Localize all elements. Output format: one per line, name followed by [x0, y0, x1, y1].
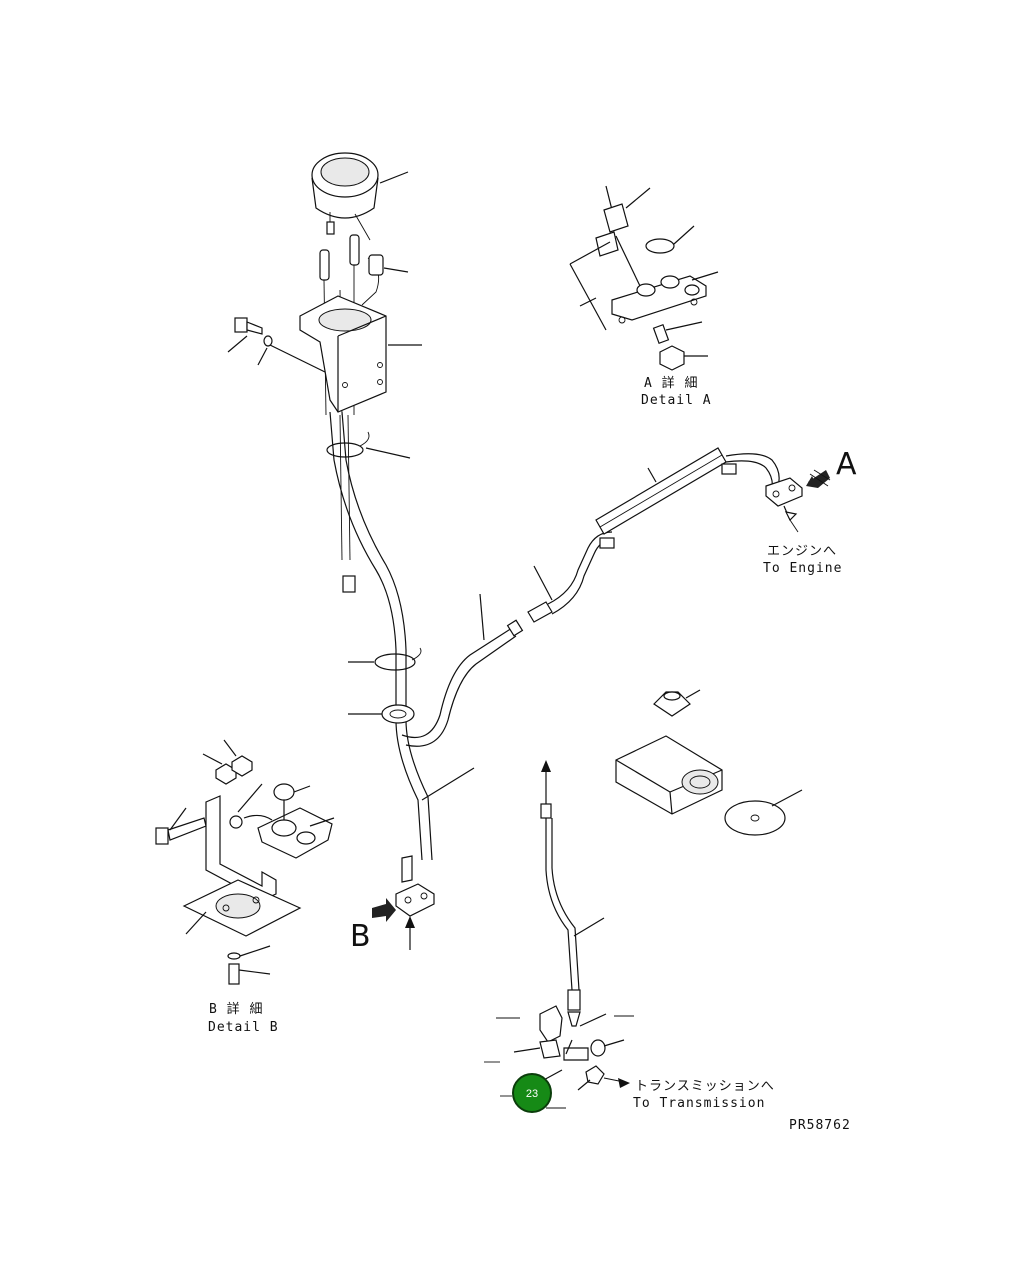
protective-tube: [595, 447, 780, 549]
leader-line: [227, 335, 248, 353]
nut: [231, 755, 253, 777]
leader-line: [579, 1013, 607, 1027]
bolt-head: [234, 317, 248, 333]
leader-line: [238, 969, 271, 975]
detail-a-en: Detail A: [641, 393, 712, 408]
leader-line: [513, 1047, 541, 1053]
engine-fitting: [765, 477, 803, 533]
tee-fitting: [563, 1047, 589, 1061]
detail-a-group: [569, 185, 719, 371]
view-a-arrow: [806, 469, 831, 488]
leader-line: [603, 1039, 625, 1047]
washer: [263, 335, 273, 347]
leader-line: [185, 911, 207, 935]
knob: [273, 783, 295, 801]
leader-line: [647, 467, 657, 483]
clip: [599, 537, 615, 549]
leader-line: [237, 783, 263, 813]
leader-line: [293, 785, 311, 793]
leader-line: [383, 267, 409, 273]
grommet: [348, 704, 415, 724]
leader-line: [309, 817, 335, 827]
tachometer-gauge: [311, 152, 409, 241]
leader-line: [479, 593, 485, 641]
speedometer-cable: [329, 411, 475, 861]
leader-line: [573, 917, 605, 937]
nut: [659, 345, 685, 371]
leader-line: [625, 187, 651, 209]
leader-line: [365, 447, 411, 459]
drawing-number: PR58762: [789, 1118, 851, 1133]
washer: [227, 952, 241, 960]
leader-line: [665, 321, 703, 331]
to-engine-jp: エンジンへ: [767, 544, 837, 559]
gauge-bracket: [269, 295, 422, 413]
adapter-fitting: [585, 1065, 605, 1085]
leader-line: [169, 807, 187, 831]
bolt-washer-group: [227, 317, 273, 366]
bolt-head: [155, 827, 169, 845]
detail-a-jp: A 詳 細: [644, 375, 698, 391]
harness-clamp-upper: [326, 431, 370, 458]
tape-roll: [615, 735, 723, 815]
detail-b-en: Detail B: [208, 1020, 279, 1035]
leader-line: [379, 171, 409, 184]
leader-line: [533, 565, 553, 601]
leader-line: [421, 767, 475, 801]
detail-b-group: [155, 739, 335, 985]
leader-line: [577, 1079, 591, 1091]
nut: [215, 763, 237, 785]
o-ring: [229, 815, 243, 829]
nipple-fitting: [539, 1039, 561, 1059]
leader-line: [691, 271, 719, 281]
screw: [652, 324, 670, 344]
harness-clamp-middle: [348, 647, 422, 671]
engine-cable: [401, 531, 613, 747]
bolt: [228, 963, 240, 985]
leader-line: [269, 344, 326, 373]
elbow-fitting: [539, 1005, 563, 1043]
leader-line: [223, 739, 237, 757]
callout-23-number: 23: [526, 1088, 538, 1100]
leader-line: [579, 297, 597, 307]
connector: [342, 575, 356, 593]
disc-washer: [724, 789, 803, 836]
view-a-label: A: [836, 447, 857, 482]
leader-line: [239, 945, 271, 957]
adapter: [257, 807, 333, 859]
clip: [721, 463, 737, 475]
leader-line: [771, 789, 803, 807]
transmission-fitting-b: [395, 855, 435, 950]
to-transmission-jp: トランスミッションへ: [635, 1079, 775, 1094]
transmission-cable: [540, 760, 607, 1027]
cap-nut: [653, 689, 701, 717]
cap: [645, 238, 675, 254]
detail-b-jp: B 詳 細: [209, 1001, 263, 1017]
leader-line: [685, 689, 701, 699]
leader-line: [257, 347, 268, 366]
leader-line: [202, 753, 223, 765]
to-engine-en: To Engine: [763, 561, 842, 576]
callout-23-marker[interactable]: [512, 1073, 552, 1113]
view-b-label: B: [350, 919, 371, 954]
to-transmission-en: To Transmission: [633, 1096, 765, 1111]
leader-line: [673, 225, 695, 245]
callout-23[interactable]: 23: [500, 1069, 563, 1113]
view-b-arrow: [372, 898, 396, 922]
fitting-block: [611, 275, 707, 321]
plug: [590, 1039, 606, 1057]
connector-plug: [368, 254, 384, 276]
transmission-parts: [484, 1005, 634, 1109]
